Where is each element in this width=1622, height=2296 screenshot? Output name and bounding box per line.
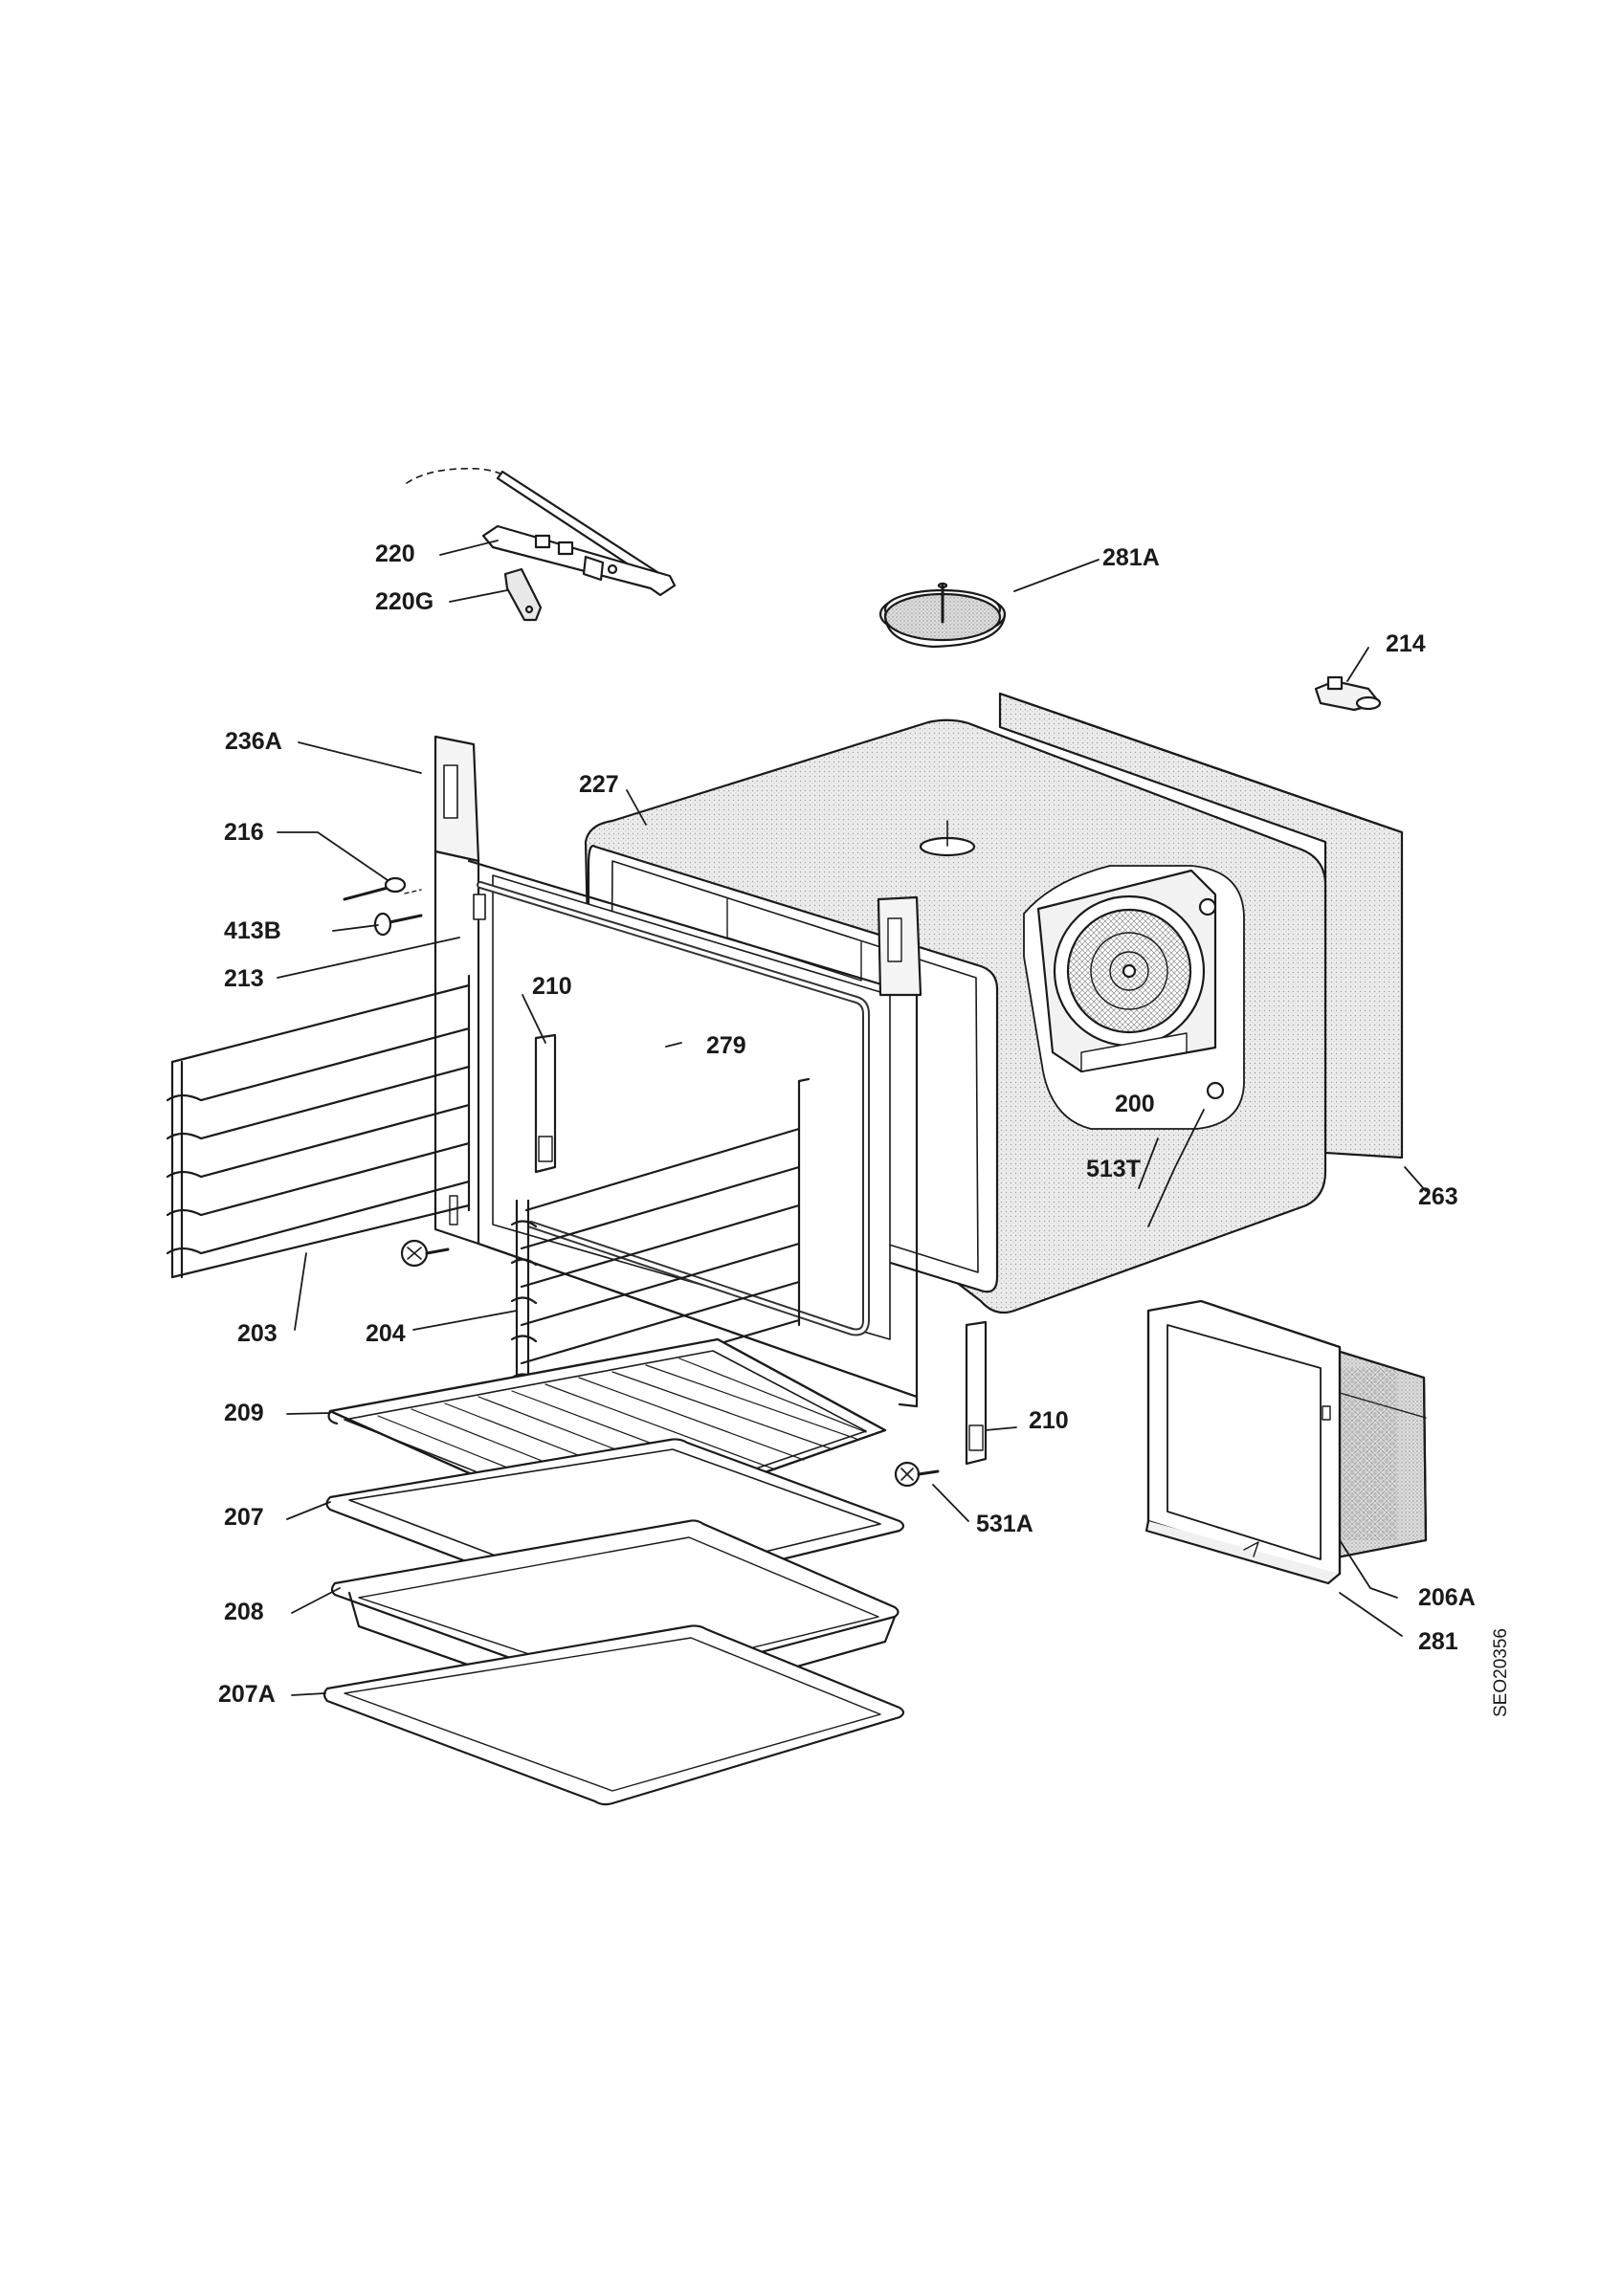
label-210-right: 210 bbox=[1029, 1407, 1069, 1434]
label-214: 214 bbox=[1386, 630, 1426, 657]
screw-531a bbox=[894, 1461, 940, 1488]
label-263: 263 bbox=[1418, 1183, 1458, 1210]
label-207: 207 bbox=[224, 1504, 264, 1531]
label-207A: 207A bbox=[218, 1681, 276, 1708]
runner-support-left bbox=[534, 1033, 557, 1174]
screw-lower-left bbox=[400, 1239, 450, 1268]
label-216: 216 bbox=[224, 819, 264, 846]
screws-left bbox=[343, 876, 423, 937]
label-209: 209 bbox=[224, 1400, 264, 1426]
door-switch-bracket bbox=[406, 467, 677, 597]
switch-clip bbox=[503, 567, 543, 622]
sensor-clip bbox=[1314, 675, 1382, 712]
tray-plate bbox=[322, 1624, 905, 1806]
leader-lines bbox=[277, 540, 1427, 1696]
label-531A: 531A bbox=[976, 1511, 1033, 1537]
label-236A: 236A bbox=[225, 728, 282, 755]
label-279: 279 bbox=[706, 1032, 746, 1059]
label-513T: 513T bbox=[1086, 1156, 1141, 1182]
label-281A: 281A bbox=[1102, 544, 1160, 571]
label-227: 227 bbox=[579, 771, 619, 798]
label-203: 203 bbox=[237, 1320, 278, 1347]
label-208: 208 bbox=[224, 1599, 264, 1625]
left-shelf-runner bbox=[166, 974, 471, 1279]
drawing-code: SEO20356 bbox=[1491, 1628, 1511, 1717]
label-220: 220 bbox=[375, 541, 415, 567]
label-413B: 413B bbox=[224, 917, 281, 944]
label-204: 204 bbox=[366, 1320, 406, 1347]
label-210-left: 210 bbox=[532, 973, 572, 1000]
front-frame bbox=[433, 735, 922, 1408]
label-200: 200 bbox=[1115, 1091, 1155, 1117]
label-281: 281 bbox=[1418, 1628, 1458, 1655]
label-206A: 206A bbox=[1418, 1584, 1476, 1611]
label-213: 213 bbox=[224, 965, 264, 992]
label-220G: 220G bbox=[375, 588, 434, 615]
rear-filter-panel bbox=[1144, 1299, 1428, 1585]
runner-support-right bbox=[965, 1320, 988, 1466]
fan-cover-plate bbox=[878, 582, 1007, 649]
